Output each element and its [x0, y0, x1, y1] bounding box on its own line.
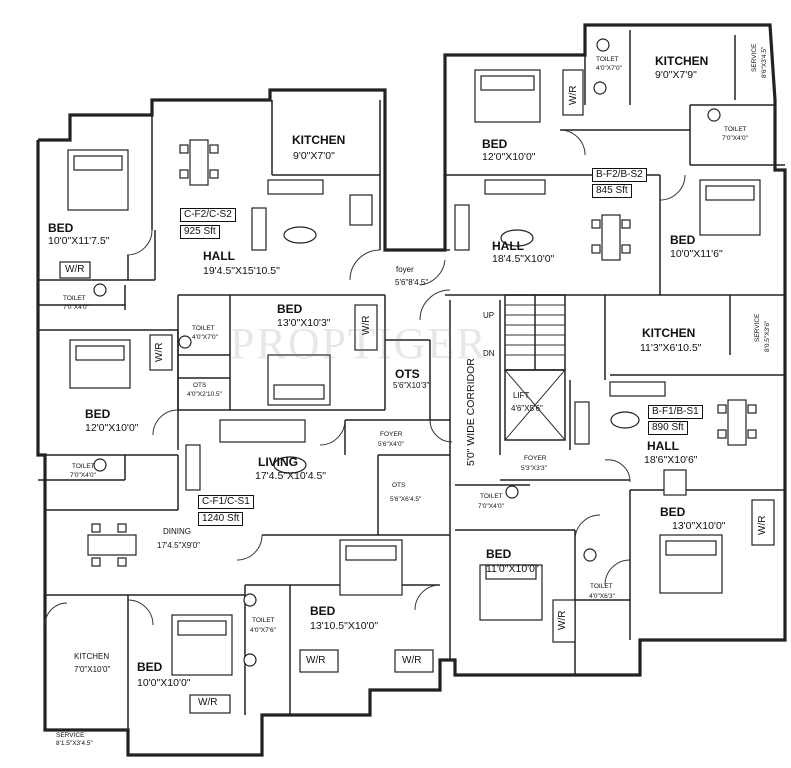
wardrobe-label: W/R [568, 85, 579, 105]
room-name: TOILET [590, 583, 613, 590]
room-dim: 4'0"X7'0" [192, 334, 218, 341]
watermark: PROPTIGER [230, 319, 488, 368]
room-name: OTS [395, 367, 420, 381]
room-dim: 7'0"X4'0" [70, 472, 96, 479]
unit-code-c-f1: C-F1/C-S1 [198, 495, 254, 509]
room-name: OTS [193, 382, 207, 389]
room-name: OTS [392, 482, 406, 489]
room-dim: 13'10.5"X10'0" [310, 620, 379, 632]
room-name: BED [85, 407, 111, 421]
room-name: TOILET [480, 493, 503, 500]
wardrobe-label: W/R [65, 264, 85, 275]
room-name: SERVICE [751, 43, 758, 72]
unit-area-b-f1: 890 Sft [648, 421, 688, 435]
room-name: HALL [203, 249, 235, 263]
room-name: KITCHEN [292, 133, 346, 147]
room-name: KITCHEN [655, 54, 709, 68]
room-name: BED [486, 547, 512, 561]
room-dim: 4'6"X5'6" [511, 404, 543, 413]
room-name: DINING [163, 527, 191, 536]
room-name: TOILET [724, 126, 747, 133]
room-dim: 9'0"X7'9" [655, 69, 697, 81]
unit-code-c-f2: C-F2/C-S2 [180, 208, 236, 222]
wardrobe-label: W/R [306, 655, 326, 666]
room-name: BED [137, 660, 163, 674]
room-dim: 7'0"X10'0" [74, 665, 111, 674]
room-dim: 18'4.5"X10'0" [492, 253, 555, 265]
room-name: TOILET [63, 295, 86, 302]
room-name: BED [482, 137, 508, 151]
wardrobe-label: W/R [557, 610, 568, 630]
outer-walls [36, 23, 787, 757]
doors [44, 129, 686, 626]
room-dim: 5'6"8'4.5" [395, 278, 429, 287]
room-dim: 7'0"X4'0" [63, 304, 89, 311]
room-dim: 4'0"X2'10.5" [187, 391, 222, 398]
room-dim: 17'4.5"X9'0" [157, 541, 200, 550]
interior-walls [38, 30, 785, 731]
furniture [59, 38, 775, 714]
room-name: BED [670, 233, 696, 247]
room-dim: 13'0"X10'3" [277, 317, 331, 329]
room-dim: 5'6"X4'0" [378, 441, 404, 448]
room-dim: 13'0"X10'0" [672, 520, 726, 532]
room-dim: 10'0"X11'6" [670, 248, 723, 260]
room-dim: 10'0"X10'0" [137, 677, 191, 689]
room-name: HALL [647, 439, 679, 453]
room-name: LIFT [513, 391, 530, 400]
wardrobe-label: W/R [198, 697, 218, 708]
wardrobe-label: W/R [757, 515, 768, 535]
room-name: SERVICE [56, 732, 85, 739]
unit-area-b-f2: 845 Sft [592, 184, 632, 198]
room-dim: 4'0"X7'0" [596, 65, 622, 72]
room-name: BED [310, 604, 336, 618]
room-dim: 4'0"X6'3" [589, 593, 615, 600]
wardrobe-label: W/R [361, 315, 372, 335]
stair-up-label: UP [483, 311, 495, 320]
room-dim: 12'0"X10'0" [482, 151, 536, 163]
room-dim: 7'0"X4'0" [478, 503, 504, 510]
room-name: KITCHEN [74, 652, 110, 661]
room-name: KITCHEN [642, 326, 696, 340]
room-dim: 11'3"X6'10.5" [640, 342, 702, 354]
room-name: TOILET [72, 463, 95, 470]
room-dim: 8'6"X3'4.5" [761, 46, 768, 78]
room-dim: 11'0"X10'0" [486, 563, 539, 575]
room-dim: 12'0"X10'0" [85, 422, 139, 434]
room-dim: 18'6"X10'6" [644, 454, 698, 466]
wardrobe-label: W/R [154, 342, 165, 362]
room-dim: 5'6"X6'4.5" [390, 496, 422, 503]
room-dim: 9'0"X7'0" [293, 150, 335, 162]
room-dim: 10'0"X11'7.5" [48, 235, 110, 247]
room-dim: 5'6"X10'3" [393, 381, 430, 390]
unit-code-b-f1: B-F1/B-S1 [648, 405, 703, 419]
room-name: BED [277, 302, 303, 316]
wardrobe-label: W/R [402, 655, 422, 666]
corridor-label: 5'0" WIDE CORRIDOR [465, 358, 477, 466]
room-name: HALL [492, 239, 524, 253]
room-name: BED [48, 221, 74, 235]
room-name: SERVICE [754, 313, 761, 342]
room-dim: 17'4.5"X10'4.5" [255, 470, 327, 482]
room-name: TOILET [596, 56, 619, 63]
room-dim: 8'0.5"X3'6" [764, 320, 771, 352]
unit-code-b-f2: B-F2/B-S2 [592, 168, 647, 182]
room-name: foyer [396, 265, 414, 274]
stair-down-label: DN [483, 349, 495, 358]
room-name: LIVING [258, 455, 299, 469]
unit-area-c-f1: 1240 Sft [198, 512, 244, 526]
room-name: TOILET [192, 325, 215, 332]
unit-area-c-f2: 925 Sft [180, 225, 220, 239]
room-dim: 5'3"X3'3" [521, 465, 547, 472]
room-dim: 19'4.5"X15'10.5" [203, 265, 280, 277]
room-name: BED [660, 505, 686, 519]
room-name: FOYER [524, 455, 547, 462]
room-dim: 8'1.5"X3'4.5" [56, 740, 93, 747]
room-dim: 4'0"X7'6" [250, 627, 276, 634]
room-dim: 7'0"X4'0" [722, 135, 748, 142]
room-name: FOYER [380, 431, 403, 438]
room-name: TOILET [252, 617, 275, 624]
